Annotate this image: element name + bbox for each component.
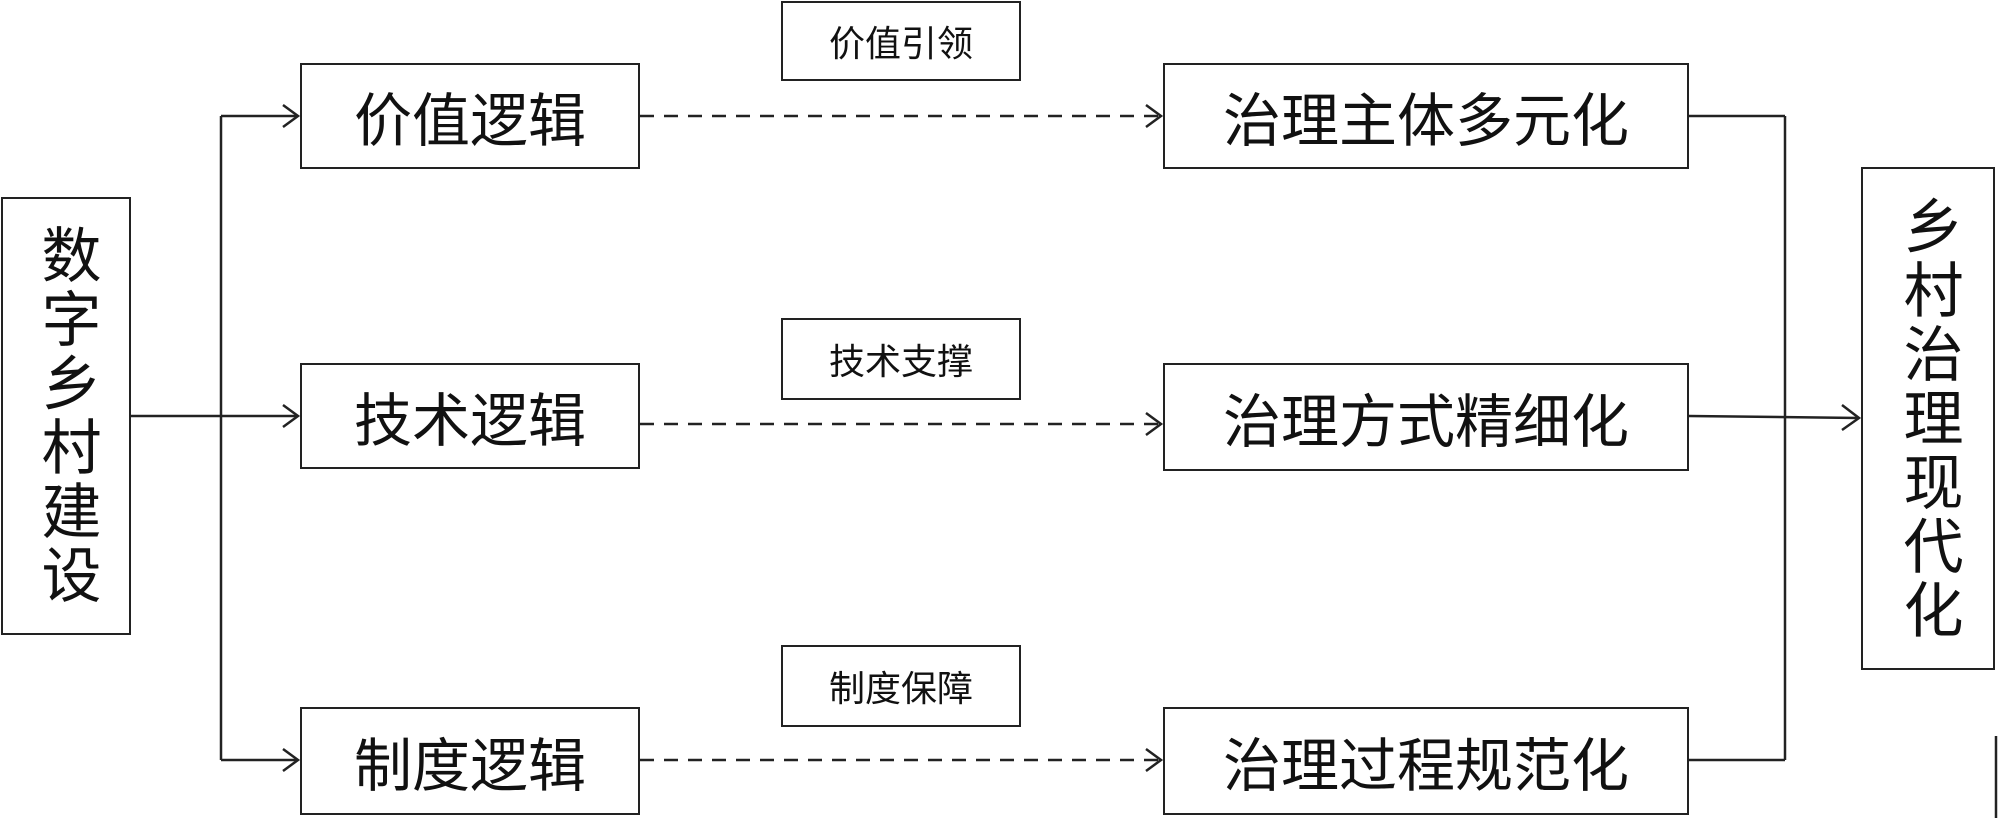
outcome-box-method: 治理方式精细化 [1163, 363, 1689, 471]
arrowhead-value [282, 103, 301, 129]
logic-box-value: 价值逻辑 [300, 63, 640, 169]
logic-box-system: 制度逻辑 [300, 707, 640, 815]
source-label: 数字乡村建设 [31, 224, 101, 608]
connector-box-tech: 技术支撑 [781, 318, 1021, 400]
arrowhead-target [1841, 404, 1862, 432]
target-label: 乡村治理现代化 [1893, 194, 1963, 643]
dashed-arrowhead-tech [1145, 411, 1164, 437]
target-box: 乡村治理现代化 [1861, 167, 1995, 670]
connector-label-value: 价值引领 [828, 24, 973, 65]
outcome-label-subject: 治理主体多元化 [1222, 87, 1629, 155]
arrowhead-tech [282, 403, 301, 429]
connector-label-system: 制度保障 [828, 669, 973, 710]
merge-line-middle [1688, 414, 1860, 420]
logic-label-system: 制度逻辑 [353, 732, 586, 800]
outcome-label-process: 治理过程规范化 [1222, 732, 1629, 800]
connector-label-tech: 技术支撑 [828, 342, 973, 383]
dashed-arrowhead-system [1145, 747, 1164, 773]
connector-box-value: 价值引领 [781, 1, 1021, 81]
outcome-label-method: 治理方式精细化 [1222, 388, 1629, 456]
arrowhead-system [282, 747, 301, 773]
logic-box-tech: 技术逻辑 [300, 363, 640, 469]
outcome-box-subject: 治理主体多元化 [1163, 63, 1689, 169]
outcome-box-process: 治理过程规范化 [1163, 707, 1689, 815]
dashed-arrowhead-value [1145, 103, 1164, 129]
logic-label-tech: 技术逻辑 [353, 387, 586, 455]
connector-box-system: 制度保障 [781, 645, 1021, 727]
source-box: 数字乡村建设 [1, 197, 131, 635]
logic-label-value: 价值逻辑 [353, 87, 586, 155]
